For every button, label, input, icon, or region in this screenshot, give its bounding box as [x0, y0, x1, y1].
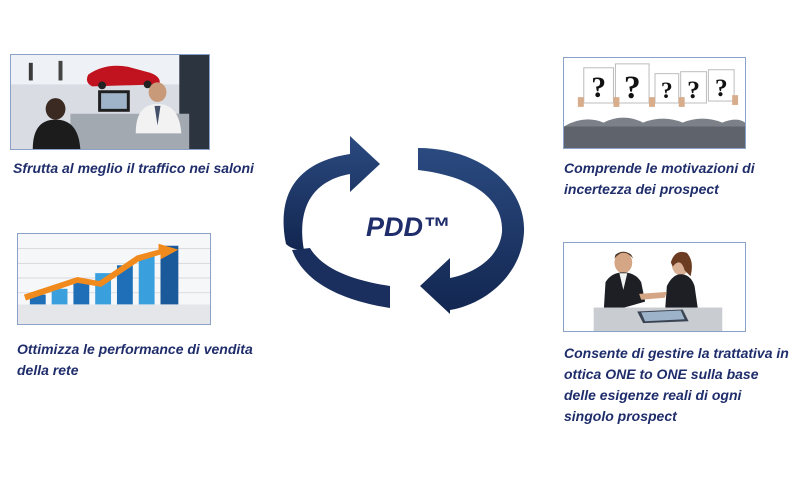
rising-bar-chart-arrow-image: [17, 233, 211, 325]
svg-text:?: ?: [687, 75, 700, 104]
svg-text:?: ?: [661, 78, 673, 104]
caption-network-performance: Ottimizza le performance di vendita dell…: [17, 341, 253, 378]
svg-text:?: ?: [591, 72, 606, 104]
car-dealership-showroom-photo: [10, 54, 210, 150]
caption-one-to-one-negotiation: Consente di gestire la trattativa in ott…: [564, 345, 789, 424]
pdd-center-label: PDD™: [365, 212, 450, 242]
business-handshake-photo: [563, 242, 746, 332]
svg-text:?: ?: [624, 69, 641, 106]
top-left-curved-arrow: [283, 136, 380, 250]
caption-prospect-uncertainty: Comprende le motivazioni di incertezza d…: [564, 160, 755, 197]
cycle-arrows-diagram: [283, 136, 525, 314]
people-holding-question-marks-photo: ? ? ? ? ?: [563, 57, 746, 149]
bottom-left-arc-segment: [292, 248, 390, 308]
svg-text:?: ?: [715, 73, 728, 102]
right-curved-arrow: [418, 148, 525, 314]
caption-showroom-traffic: Sfrutta al meglio il traffico nei saloni: [13, 160, 254, 176]
